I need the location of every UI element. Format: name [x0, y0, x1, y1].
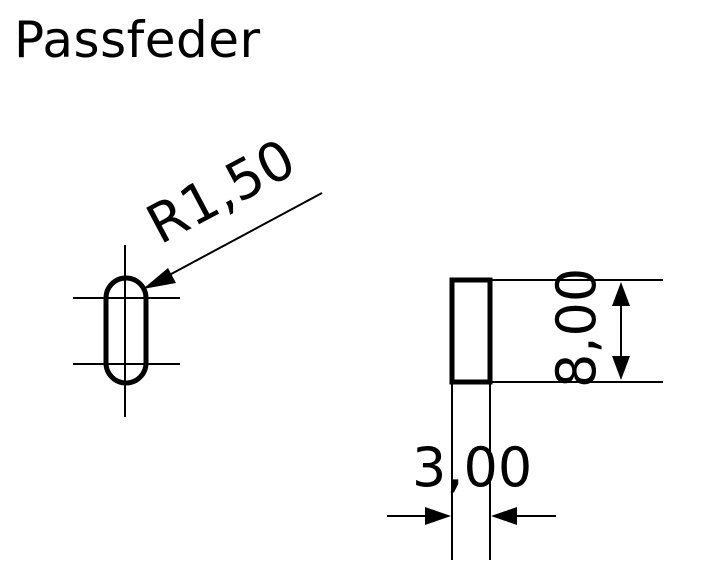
- radius-leader-line: [159, 192, 323, 281]
- width-label: 3,00: [412, 436, 532, 499]
- radius-dimension: R1,50: [137, 127, 323, 289]
- height-arrow-bottom: [612, 356, 630, 380]
- key-end-view: [73, 245, 180, 417]
- drawing-title: Passfeder: [14, 11, 261, 69]
- width-arrow-left: [425, 507, 451, 525]
- width-dimension: 3,00: [387, 384, 556, 560]
- height-dimension: 8,00: [490, 268, 663, 388]
- height-label: 8,00: [545, 268, 608, 388]
- width-arrow-right: [491, 507, 517, 525]
- height-arrow-top: [612, 282, 630, 306]
- key-side-view: [449, 277, 493, 385]
- key-rectangle: [449, 277, 493, 385]
- key-slot-outline: [103, 275, 149, 386]
- radius-arrowhead: [143, 268, 176, 289]
- radius-label: R1,50: [137, 127, 306, 257]
